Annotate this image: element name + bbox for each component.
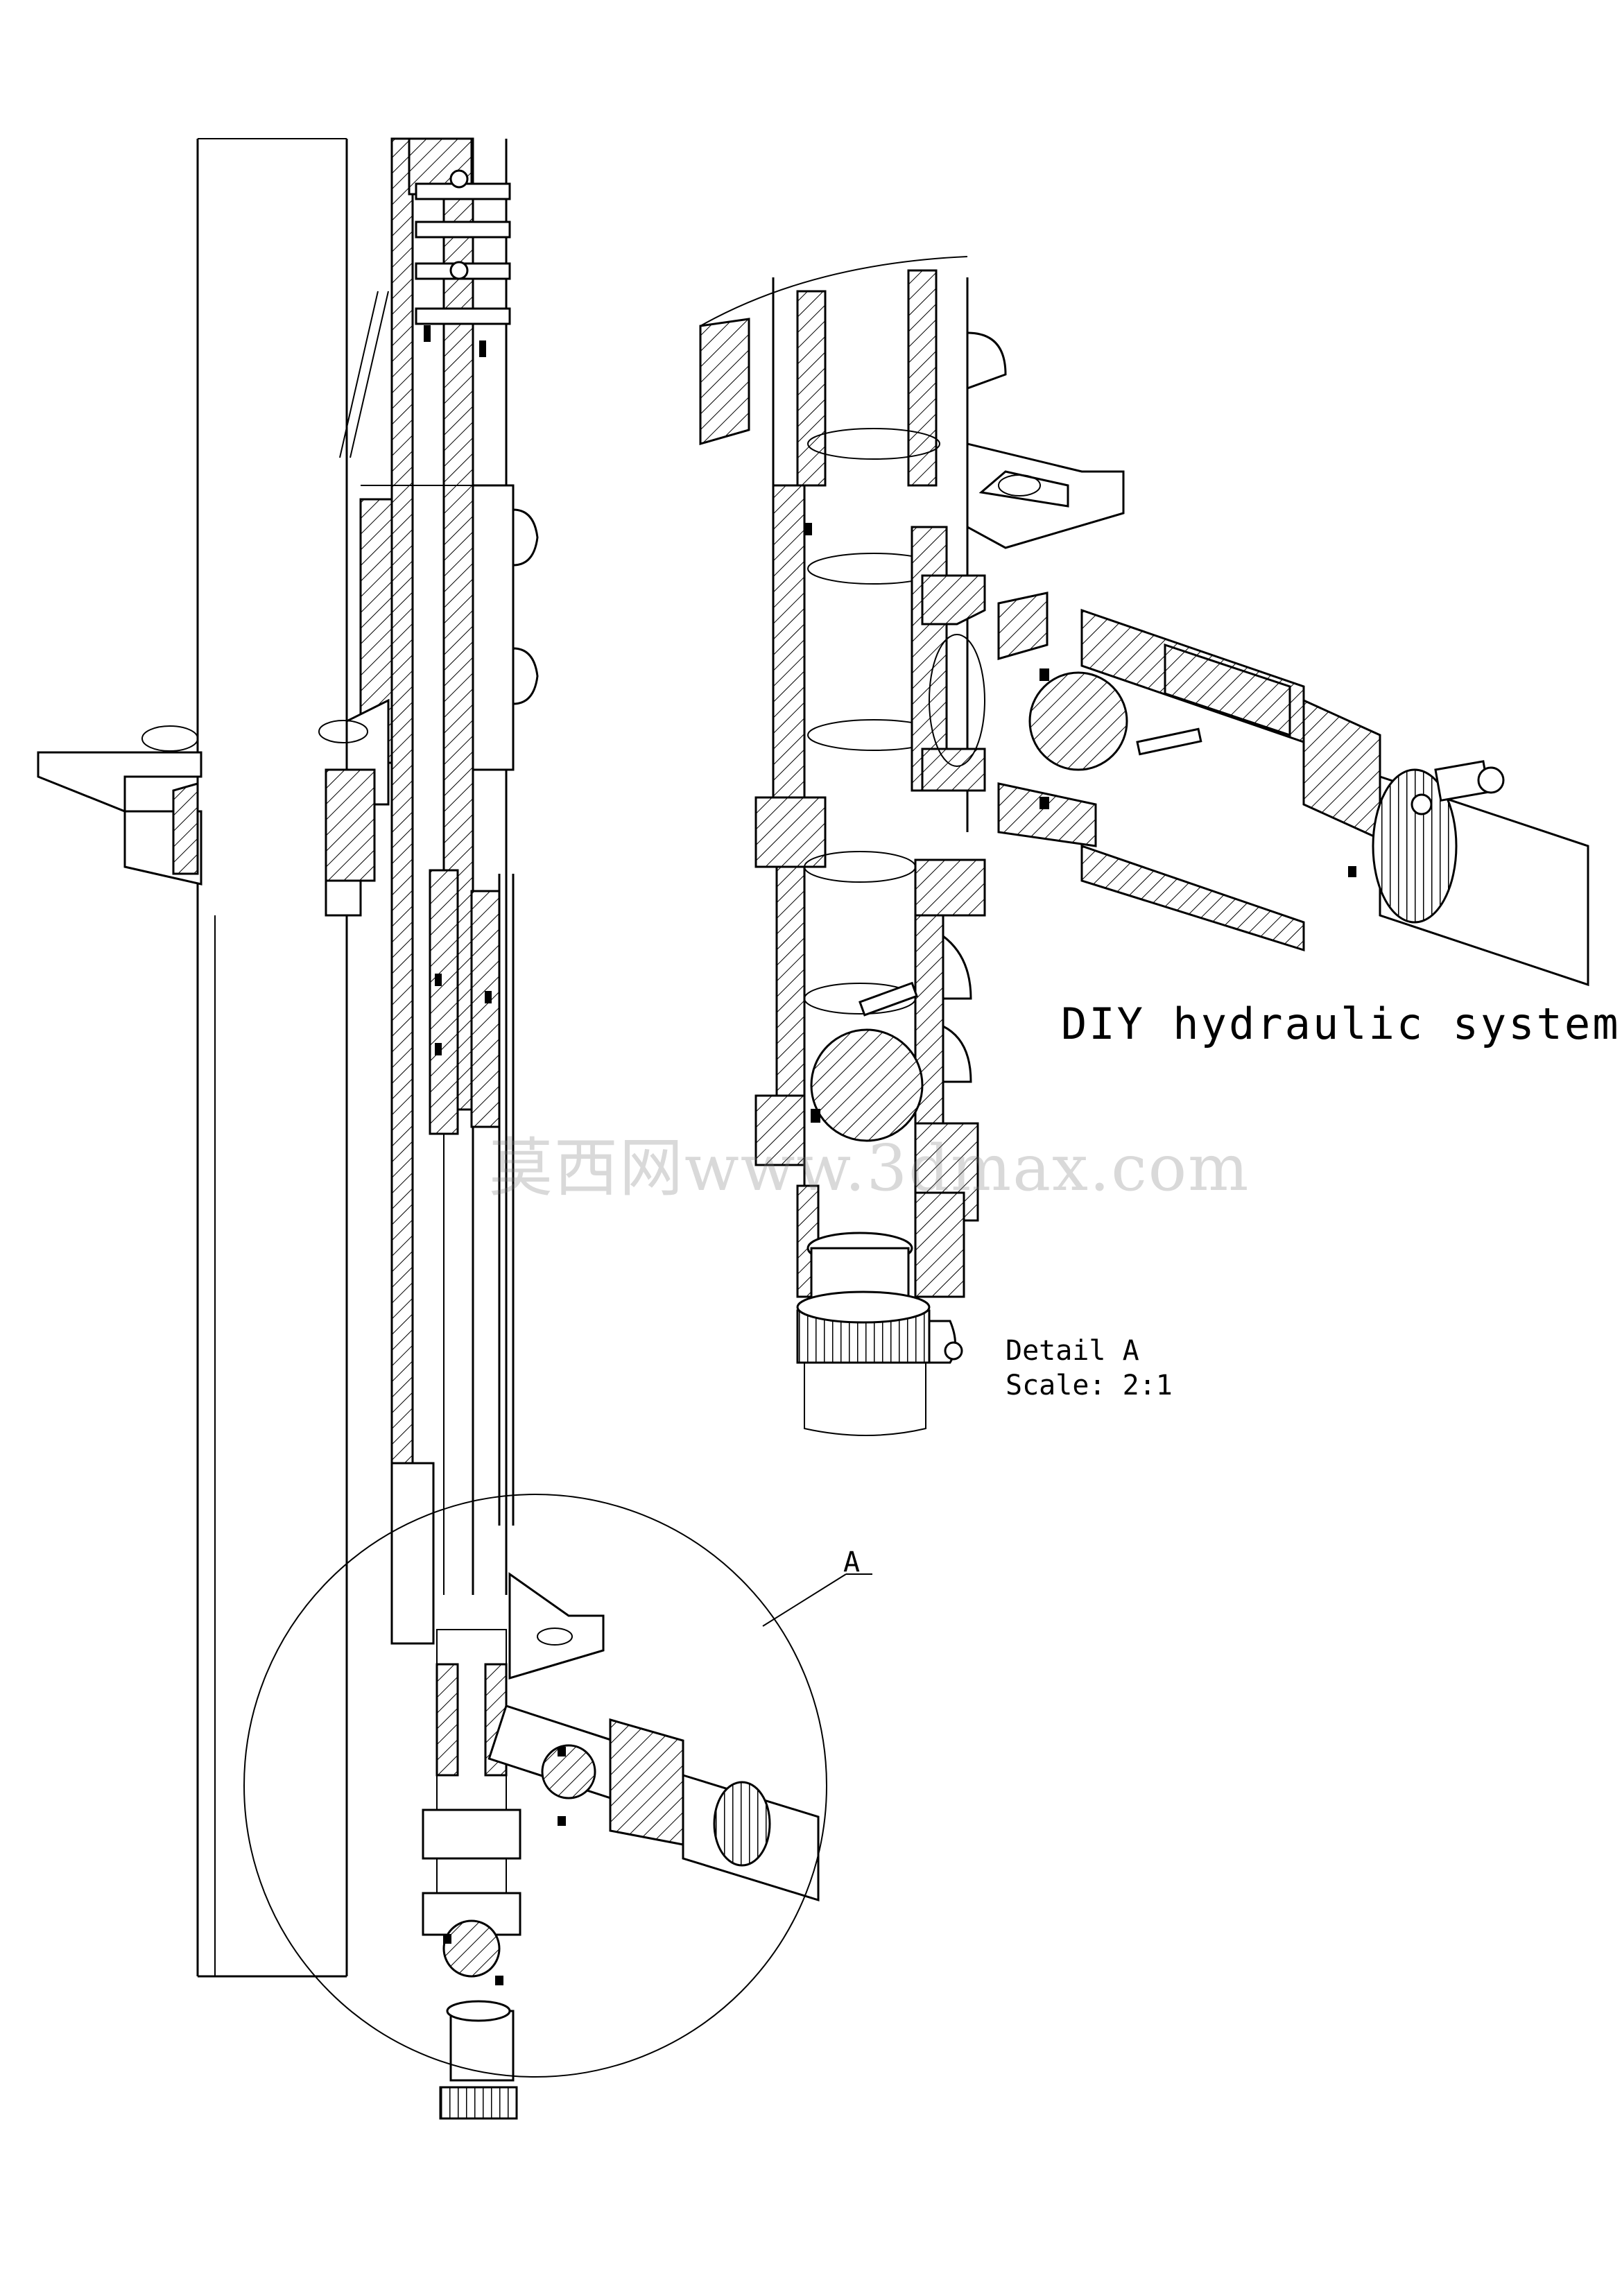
detail-valve-ball	[810, 981, 931, 1164]
detail-label: Detail A	[1006, 1335, 1139, 1367]
detail-hose-branch	[1348, 760, 1589, 987]
watermark: 莫西网www.3dmax.com	[489, 1131, 1250, 1205]
lower-cylinder	[429, 869, 515, 1526]
detail-a-assembly	[699, 256, 1589, 1436]
detail-scale: Scale: 2:1	[1006, 1370, 1173, 1401]
upper-piston	[339, 137, 511, 458]
drawing-title: DIY hydraulic system	[1061, 999, 1621, 1049]
inner-sleeve	[390, 137, 508, 1596]
clamp-block	[359, 484, 539, 771]
outer-pipe	[196, 138, 348, 1978]
bracket-plate	[37, 698, 390, 917]
detail-callout	[243, 1494, 872, 2078]
detail-bottom-fitting	[754, 1094, 979, 1436]
lower-bracket	[390, 1462, 605, 1680]
detail-bracket-plate	[966, 442, 1125, 549]
detail-top-pipe	[699, 256, 1007, 832]
callout-label: A	[843, 1546, 861, 1578]
detail-tee-branch	[921, 574, 1381, 952]
main-assembly	[37, 137, 872, 2120]
small-valve-assembly	[422, 1629, 820, 2120]
detail-body-wall	[772, 484, 948, 820]
